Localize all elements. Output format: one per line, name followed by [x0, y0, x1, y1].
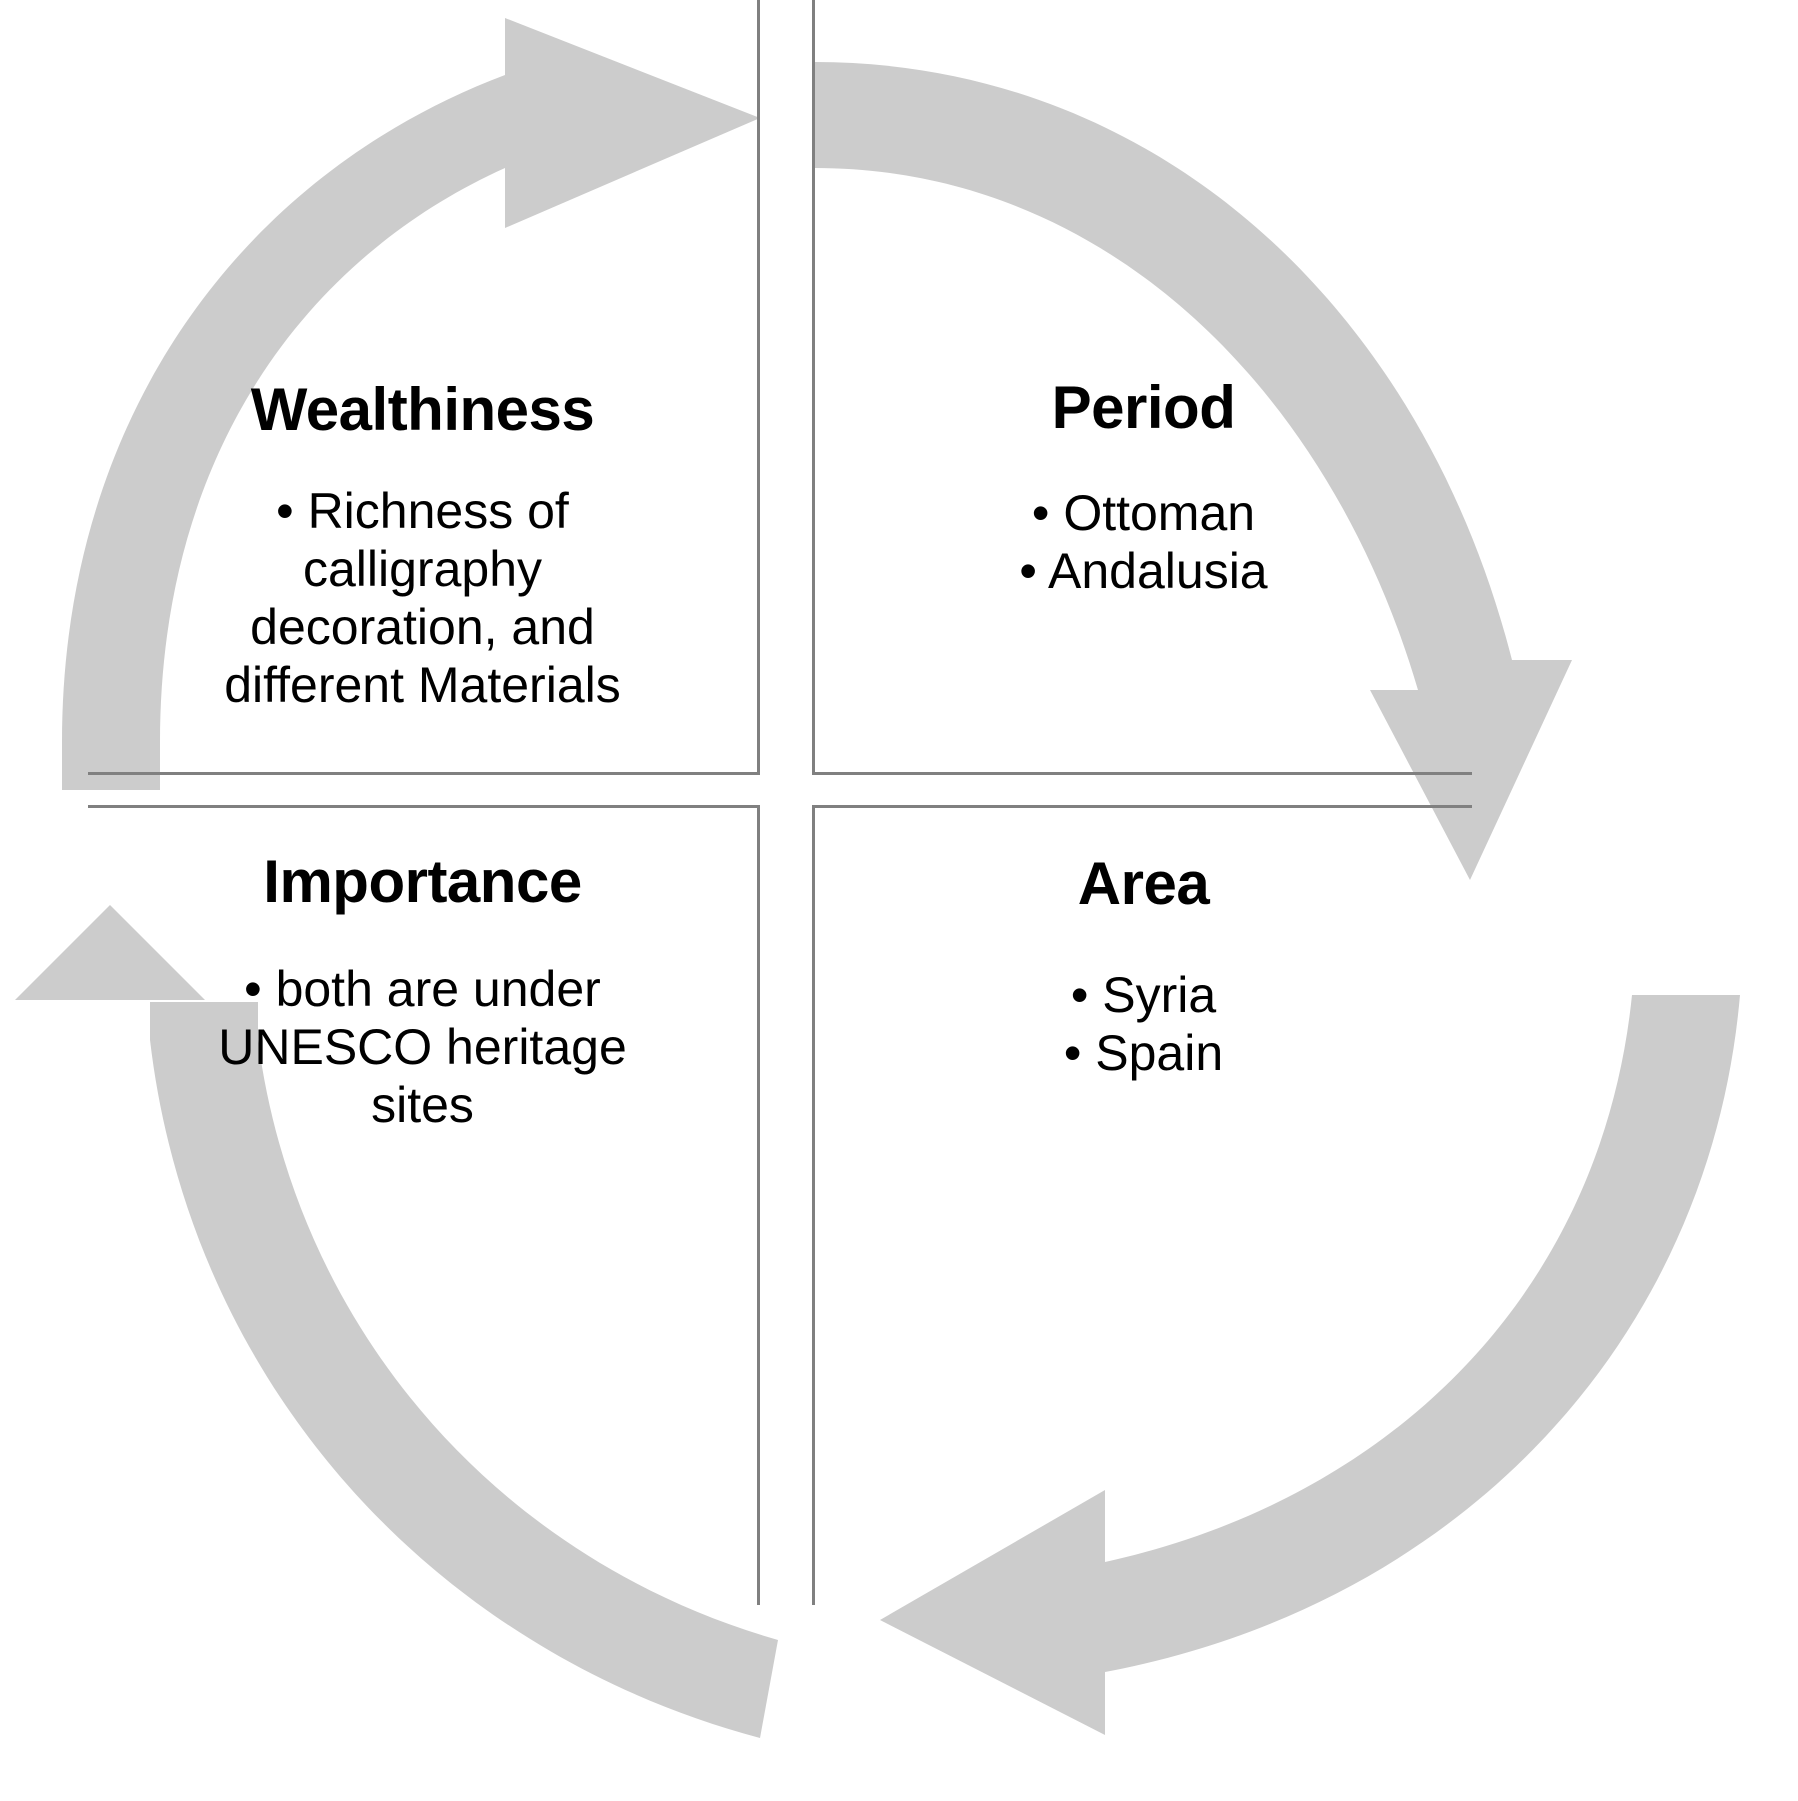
quadrant-body-area: • Syria • Spain: [815, 966, 1472, 1082]
bullet-line: • Andalusia: [1019, 543, 1268, 599]
quadrant-body-importance: • both are under UNESCO heritage sites: [88, 960, 757, 1134]
bullet-line: different Materials: [224, 657, 621, 713]
quadrant-body-wealthiness: • Richness of calligraphy decoration, an…: [88, 482, 757, 714]
bullet-line: decoration, and: [250, 599, 595, 655]
quadrant-title-importance: Importance: [263, 848, 582, 915]
bullet-line: • Syria: [1070, 967, 1217, 1023]
bullet-line: calligraphy: [302, 541, 542, 597]
bullet-line: • Ottoman: [1031, 485, 1256, 541]
quadrant-period[interactable]: Period • Ottoman • Andalusia: [812, 0, 1472, 775]
bullet-line: • Richness of: [276, 483, 569, 539]
quadrant-title-area: Area: [1077, 850, 1210, 917]
quadrant-title-wealthiness: Wealthiness: [250, 376, 595, 443]
quadrant-importance[interactable]: Importance • both are under UNESCO herit…: [88, 805, 760, 1605]
bullet-line: • both are under: [244, 961, 601, 1017]
quadrant-wealthiness[interactable]: Wealthiness • Richness of calligraphy de…: [88, 0, 760, 775]
bullet-line: • Spain: [1063, 1025, 1224, 1081]
bullet-line: sites: [371, 1077, 474, 1133]
quadrant-body-period: • Ottoman • Andalusia: [815, 484, 1472, 600]
bullet-line: UNESCO heritage: [218, 1019, 627, 1075]
quadrant-title-period: Period: [1051, 374, 1236, 441]
quadrant-area[interactable]: Area • Syria • Spain: [812, 805, 1472, 1605]
